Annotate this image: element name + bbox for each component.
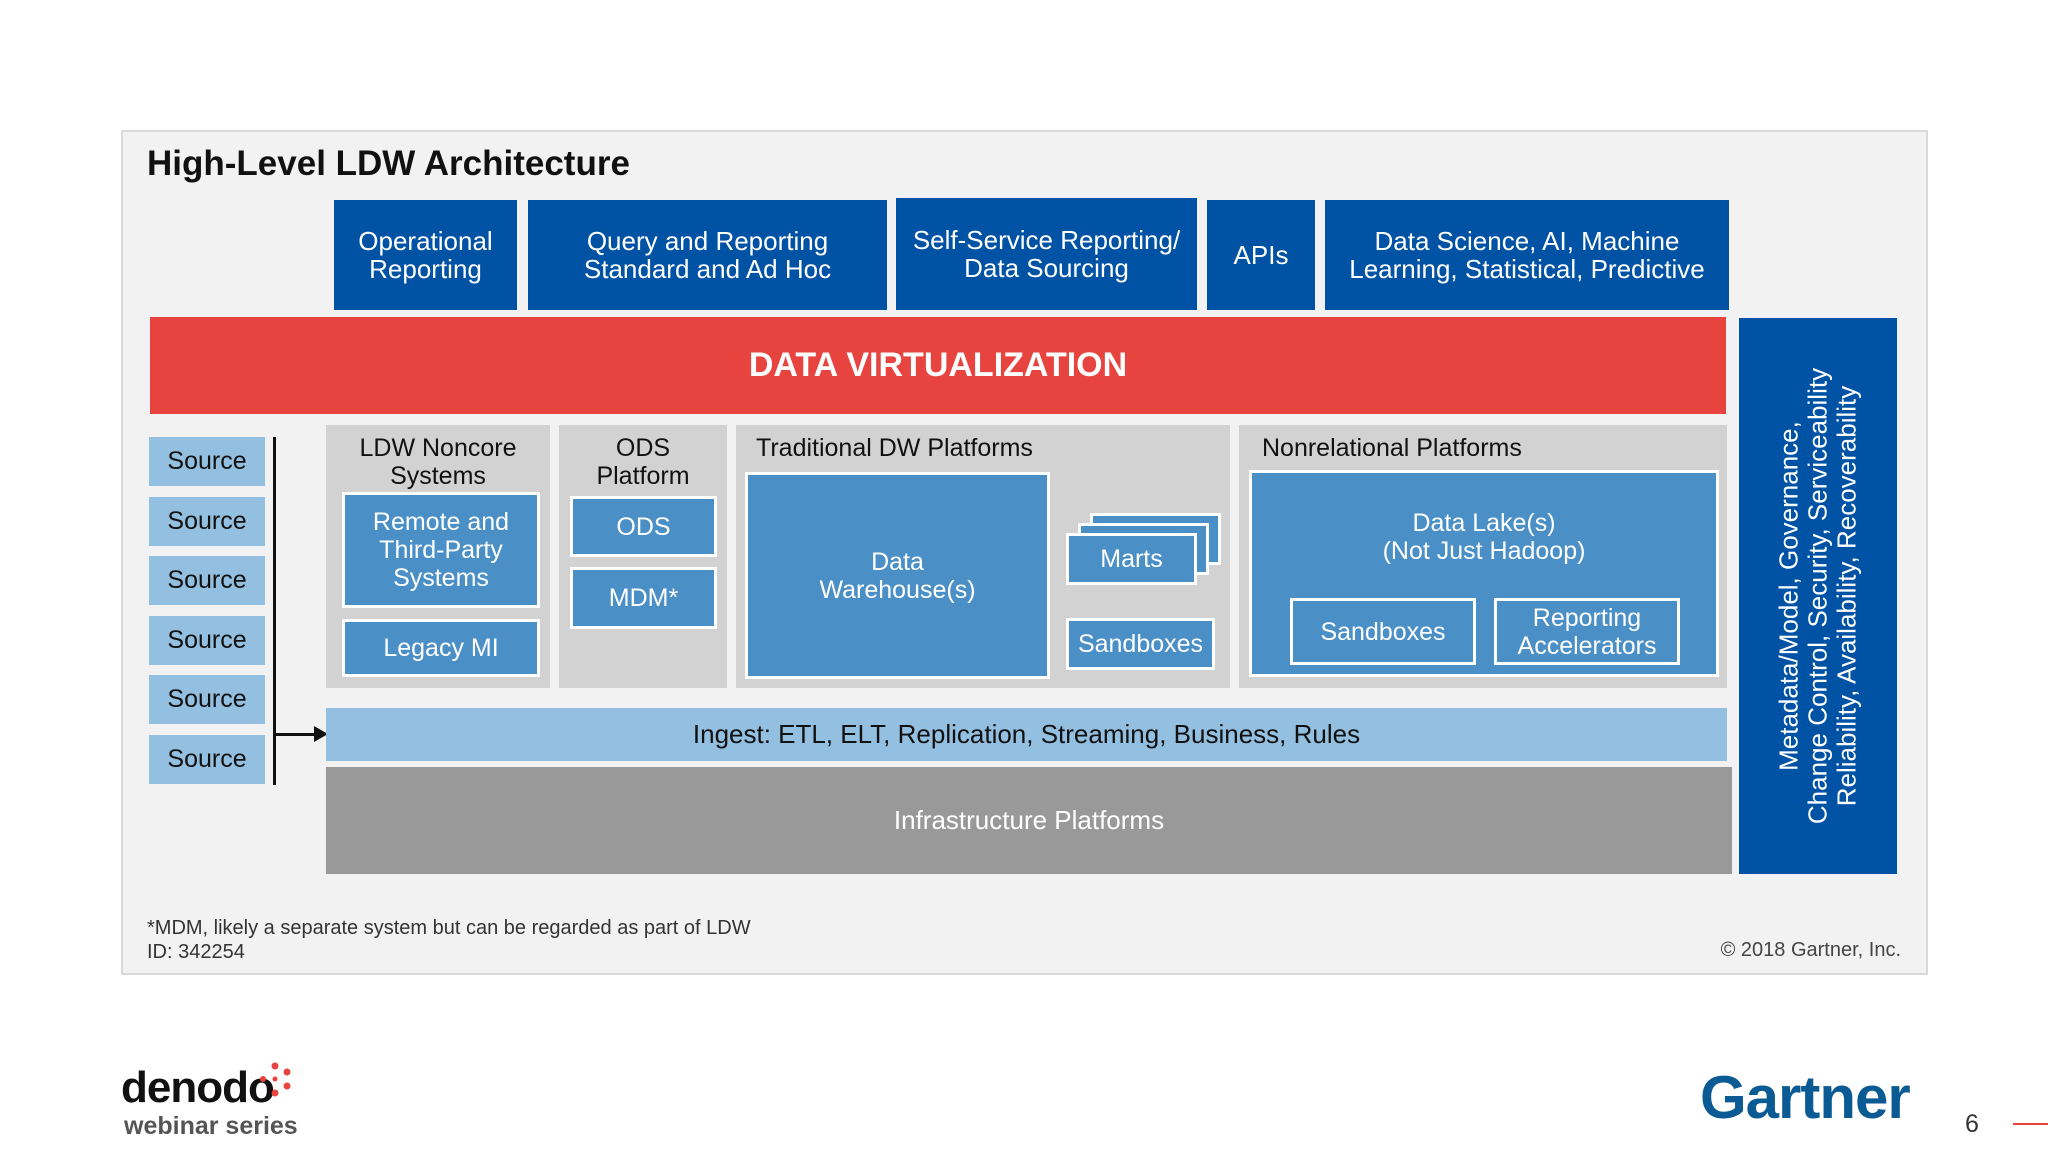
box-data-lake: Data Lake(s) (Not Just Hadoop)	[1249, 470, 1719, 677]
consumer-self-service: Self-Service Reporting/ Data Sourcing	[896, 198, 1197, 310]
box-reporting-accelerators: Reporting Accelerators	[1494, 598, 1680, 665]
box-marts: Marts	[1066, 533, 1197, 585]
consumer-data-science: Data Science, AI, Machine Learning, Stat…	[1325, 200, 1729, 310]
gartner-logo-text: Gartner	[1700, 1064, 1911, 1131]
governance-side-bar: Metadata/Model, Governance, Change Contr…	[1739, 318, 1897, 874]
box-sandboxes-dw: Sandboxes	[1066, 618, 1215, 670]
arrow-right-icon	[314, 726, 328, 742]
box-mdm: MDM*	[570, 567, 717, 629]
group-ldw-noncore-title: LDW Noncore Systems	[359, 434, 517, 490]
consumer-query-reporting: Query and Reporting Standard and Ad Hoc	[528, 200, 887, 310]
diagram-footnote: *MDM, likely a separate system but can b…	[147, 917, 751, 963]
denodo-logo-text: denodo	[121, 1063, 275, 1112]
source-box: Source	[149, 556, 265, 605]
group-traditional-dw-title: Traditional DW Platforms	[756, 434, 1033, 462]
box-remote-third-party: Remote and Third-Party Systems	[342, 492, 540, 608]
data-virtualization-band: DATA VIRTUALIZATION	[150, 317, 1726, 414]
source-box: Source	[149, 735, 265, 784]
diagram-copyright: © 2018 Gartner, Inc.	[1720, 939, 1901, 961]
box-ods: ODS	[570, 496, 717, 557]
diagram-title: High-Level LDW Architecture	[147, 144, 630, 183]
source-connector-line	[273, 437, 276, 785]
box-legacy-mi: Legacy MI	[342, 619, 540, 677]
source-box: Source	[149, 675, 265, 724]
box-sandboxes-lake: Sandboxes	[1290, 598, 1476, 665]
box-data-warehouse: Data Warehouse(s)	[745, 472, 1050, 679]
source-box: Source	[149, 497, 265, 546]
ingest-band: Ingest: ETL, ELT, Replication, Streaming…	[326, 708, 1727, 761]
page-accent-line	[2013, 1123, 2048, 1125]
group-ods-platform-title: ODS Platform	[596, 434, 690, 490]
source-box: Source	[149, 437, 265, 486]
denodo-webinar-series: webinar series	[124, 1112, 298, 1140]
source-arrow-line	[276, 733, 318, 736]
page-number: 6	[1965, 1110, 1979, 1138]
source-box: Source	[149, 616, 265, 665]
consumer-apis: APIs	[1207, 200, 1315, 310]
governance-side-text: Metadata/Model, Governance, Change Contr…	[1773, 367, 1862, 825]
denodo-dots-icon	[260, 1062, 291, 1097]
infrastructure-band: Infrastructure Platforms	[326, 767, 1732, 874]
group-nonrelational-title: Nonrelational Platforms	[1262, 434, 1522, 462]
consumer-operational-reporting: Operational Reporting	[334, 200, 517, 310]
